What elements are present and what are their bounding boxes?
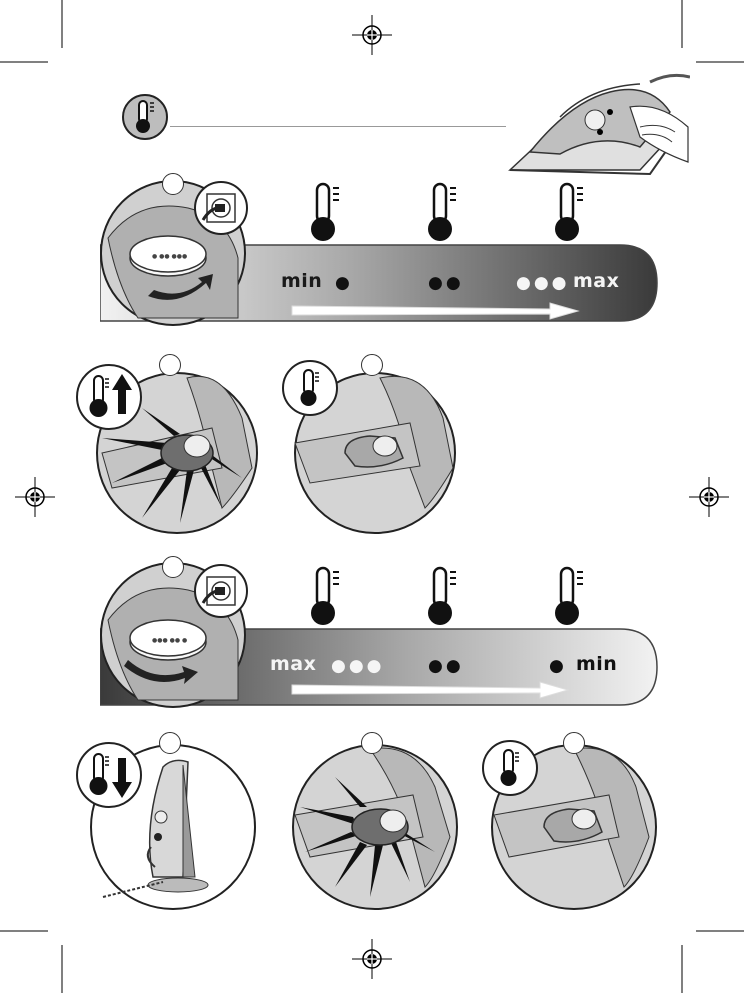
bar-dots-two: ●●	[428, 273, 464, 293]
bar-dots-three: ●●●	[516, 273, 570, 293]
svg-text:● ●● ●●●: ● ●● ●●●	[152, 253, 187, 260]
registration-mark-icon	[689, 477, 729, 517]
registration-mark-icon	[352, 939, 392, 979]
bar-label-max: max	[573, 270, 619, 292]
power-plug-icon	[193, 180, 249, 236]
heating-badge	[74, 362, 144, 432]
svg-text:●●● ●● ●: ●●● ●● ●	[152, 637, 187, 644]
step-number-circle	[563, 732, 585, 754]
power-plug-icon	[193, 563, 249, 619]
thermometer-icon	[305, 182, 345, 244]
step-number-circle	[159, 354, 181, 376]
thermometer-icon	[305, 566, 345, 628]
thermometer-badge	[480, 738, 540, 798]
indicator-light-on-close-up	[285, 737, 465, 917]
thermometer-badge	[280, 358, 340, 418]
bar-dots-one: ●	[549, 656, 567, 676]
thermometer-icon	[422, 182, 462, 244]
header-rule	[170, 126, 506, 127]
bar-label-min: min	[281, 270, 322, 292]
cooling-badge	[74, 740, 144, 810]
step-number-circle	[361, 354, 383, 376]
thermometer-icon	[549, 566, 589, 628]
bar-dots-two: ●●	[428, 656, 464, 676]
thermometer-icon	[422, 566, 462, 628]
step-number-circle	[162, 556, 184, 578]
step-number-circle	[361, 732, 383, 754]
iron-with-hand-illustration	[500, 72, 690, 182]
bar-dots-three: ●●●	[331, 656, 385, 676]
header-thermometer-badge	[120, 92, 170, 142]
step-number-circle	[162, 173, 184, 195]
bar-label-max: max	[270, 653, 316, 675]
bar-label-min: min	[576, 653, 617, 675]
registration-mark-icon	[15, 477, 55, 517]
bar-dots-one: ●	[335, 273, 353, 293]
thermometer-icon	[549, 182, 589, 244]
step-number-circle	[159, 732, 181, 754]
registration-mark-icon	[352, 15, 392, 55]
